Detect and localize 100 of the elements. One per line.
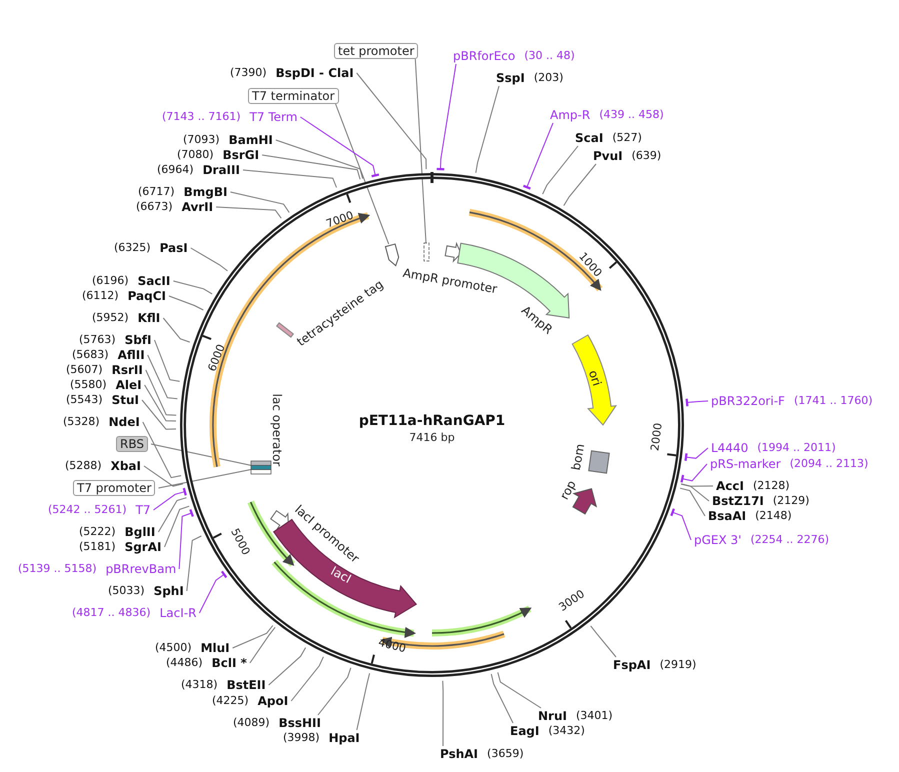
- primer-range: (1994 .. 2011): [757, 440, 836, 456]
- feature-label: bom: [568, 442, 588, 472]
- enzyme-name: MluI: [200, 640, 230, 656]
- cut-position: (527): [612, 130, 642, 146]
- leader-line: [150, 444, 252, 466]
- leader-line: [318, 667, 352, 716]
- leader-line: [335, 104, 390, 245]
- leader-line: [680, 484, 710, 502]
- cut-position: (5181): [79, 539, 116, 555]
- leader-line: [232, 625, 274, 648]
- primer-name: pBR322ori-F: [711, 393, 785, 409]
- primer-range: (4817 .. 4836): [72, 605, 151, 621]
- enzyme-name: PvuI: [593, 148, 623, 164]
- enzyme-name: BspDI - ClaI: [276, 65, 354, 81]
- leader-line: [153, 486, 187, 510]
- cut-position: (5033): [108, 583, 145, 599]
- enzyme-name: RsrII: [112, 362, 143, 378]
- tick-label: 6000: [206, 342, 229, 374]
- cut-position: (639): [632, 148, 662, 164]
- leader-line: [268, 647, 306, 686]
- primer-range: (5242 .. 5261): [48, 502, 127, 518]
- feature-label: lacI: [328, 564, 354, 586]
- leader-line: [178, 508, 194, 570]
- enzyme-name: XbaI: [110, 458, 141, 474]
- tick-label: 4000: [376, 636, 408, 657]
- enzyme-name: AvrII: [182, 199, 214, 215]
- enzyme-name: SgrAI: [124, 539, 162, 555]
- primer-name: LacI-R: [160, 605, 196, 621]
- enzyme-name: SspI: [496, 70, 525, 86]
- leader-line: [275, 140, 364, 180]
- enzyme-name: BsaAI: [708, 508, 746, 524]
- primer-range: (2254 .. 2276): [750, 532, 830, 548]
- primer-name: T7 Term: [250, 109, 298, 125]
- cut-position: (4089): [233, 715, 270, 731]
- leader-line: [162, 318, 190, 343]
- enzyme-name: SbfI: [124, 332, 152, 348]
- cut-position: (4318): [181, 677, 218, 693]
- leader-line: [168, 296, 204, 310]
- primer-name: pGEX 3': [694, 532, 742, 548]
- plasmid-size: 7416 bp: [409, 431, 455, 444]
- leader-line: [186, 536, 202, 592]
- cut-position: (6112): [82, 288, 119, 304]
- primer-range: (5139 .. 5158): [18, 561, 97, 577]
- cut-position: (5683): [72, 347, 109, 363]
- primer-name: Amp-R: [550, 107, 590, 123]
- cut-position: (5952): [92, 310, 129, 326]
- enzyme-name: BclI *: [212, 655, 247, 671]
- feature-tag: T7 terminator: [248, 88, 339, 104]
- primer-range: (7143 .. 7161): [162, 109, 241, 125]
- enzyme-name: BglII: [124, 524, 156, 540]
- enzyme-name: SphI: [154, 583, 184, 599]
- cut-position: (5580): [70, 377, 107, 393]
- primer-range: (2094 .. 2113): [790, 456, 868, 472]
- leader-line: [249, 626, 276, 664]
- cut-position: (2129): [772, 493, 810, 509]
- enzyme-name: AleI: [116, 377, 142, 393]
- tick-label: 2000: [648, 422, 666, 452]
- leader-line: [490, 674, 514, 724]
- leader-line: [230, 192, 290, 213]
- leader-line: [680, 488, 706, 516]
- cut-position: (5763): [79, 332, 116, 348]
- leader-line: [290, 656, 324, 702]
- cut-position: (6964): [157, 162, 194, 178]
- primer-name: pRS-marker: [710, 456, 781, 472]
- leader-line: [522, 122, 554, 190]
- leader-line: [414, 58, 426, 244]
- leader-line: [442, 680, 444, 746]
- leader-line: [145, 370, 177, 416]
- leader-line: [190, 248, 228, 272]
- cut-position: (7093): [183, 132, 220, 148]
- enzyme-name: AflII: [118, 347, 145, 363]
- cut-position: (3432): [548, 723, 585, 739]
- primer-name: T7: [136, 502, 151, 518]
- tick-label: 5000: [227, 526, 252, 558]
- cut-position: (6717): [138, 184, 175, 200]
- primer-name: L4440: [711, 440, 748, 456]
- leader-line: [356, 672, 370, 730]
- enzyme-name: BstZ17I: [712, 493, 764, 509]
- cut-position: (7080): [177, 147, 214, 163]
- leader-line: [497, 672, 542, 708]
- cut-position: (7390): [230, 65, 267, 81]
- primer-range: (439 .. 458): [599, 107, 664, 123]
- enzyme-name: HpaI: [328, 730, 360, 746]
- primer-name: pBRforEco: [453, 48, 516, 64]
- feature-label: rop: [557, 478, 579, 502]
- cut-position: (5288): [65, 458, 102, 474]
- enzyme-name: StuI: [112, 392, 139, 408]
- enzyme-name: NruI: [538, 708, 567, 724]
- leader-line: [154, 340, 180, 382]
- cut-position: (5607): [66, 362, 103, 378]
- enzyme-name: AccI: [716, 478, 744, 494]
- leader-line: [242, 170, 337, 188]
- enzyme-name: BmgBI: [184, 184, 228, 200]
- leader-line: [142, 400, 176, 430]
- cut-position: (5328): [63, 414, 100, 430]
- enzyme-name: KflI: [138, 310, 160, 326]
- cut-position: (4486): [166, 655, 203, 671]
- cut-position: (3659): [487, 746, 524, 762]
- leader-line: [142, 422, 182, 478]
- enzyme-name: BamHI: [228, 132, 273, 148]
